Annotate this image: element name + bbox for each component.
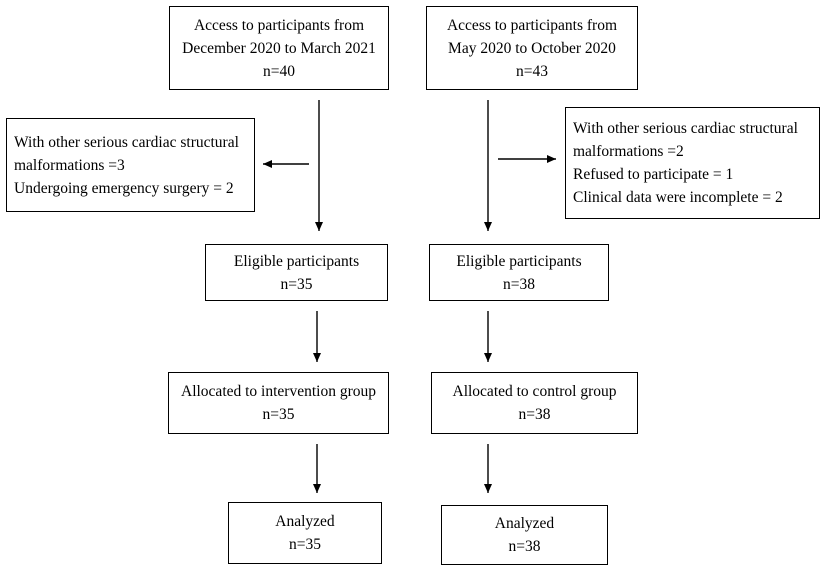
left-analyzed-box: Analyzed n=35	[228, 502, 382, 564]
right-analyzed-label: Analyzed	[494, 515, 555, 532]
left-eligible-label: Eligible participants	[233, 252, 360, 270]
left-exclusion-line3: Undergoing emergency surgery = 2	[14, 179, 234, 197]
right-access-box: Access to participants from May 2020 to …	[426, 6, 638, 90]
left-access-box: Access to participants from December 202…	[169, 6, 389, 90]
right-exclusion-box: With other serious cardiac structural ma…	[565, 107, 820, 219]
right-eligible-count: n=38	[503, 275, 535, 293]
left-access-line2: December 2020 to March 2021	[182, 39, 376, 57]
right-access-count: n=43	[516, 62, 548, 80]
left-exclusion-box: With other serious cardiac structural ma…	[6, 118, 255, 212]
right-access-line2: May 2020 to October 2020	[448, 39, 616, 57]
left-eligible-box: Eligible participants n=35	[205, 244, 388, 301]
right-allocated-label: Allocated to control group	[452, 383, 617, 400]
left-access-count: n=40	[263, 62, 295, 80]
right-eligible-label: Eligible participants	[456, 252, 582, 270]
left-access-line1: Access to participants from	[193, 16, 364, 34]
left-allocated-label: Allocated to intervention group	[181, 383, 376, 400]
left-analyzed-label: Analyzed	[275, 513, 335, 530]
right-eligible-box: Eligible participants n=38	[429, 244, 609, 301]
left-exclusion-line2: malformations =3	[14, 156, 125, 174]
left-eligible-count: n=35	[280, 275, 313, 293]
right-exclusion-line2: malformations =2	[573, 143, 684, 160]
right-allocated-count: n=38	[518, 406, 551, 423]
left-exclusion-line1: With other serious cardiac structural	[14, 133, 239, 151]
right-exclusion-line3: Refused to participate = 1	[573, 166, 734, 183]
left-analyzed-count: n=35	[289, 536, 321, 553]
right-allocated-box: Allocated to control group n=38	[431, 372, 638, 434]
right-exclusion-line4: Clinical data were incomplete = 2	[573, 189, 783, 206]
right-exclusion-line1: With other serious cardiac structural	[573, 120, 798, 137]
right-access-line1: Access to participants from	[446, 16, 617, 34]
left-allocated-box: Allocated to intervention group n=35	[168, 372, 389, 434]
right-analyzed-box: Analyzed n=38	[441, 505, 608, 565]
left-allocated-count: n=35	[262, 406, 295, 423]
right-analyzed-count: n=38	[508, 538, 541, 555]
